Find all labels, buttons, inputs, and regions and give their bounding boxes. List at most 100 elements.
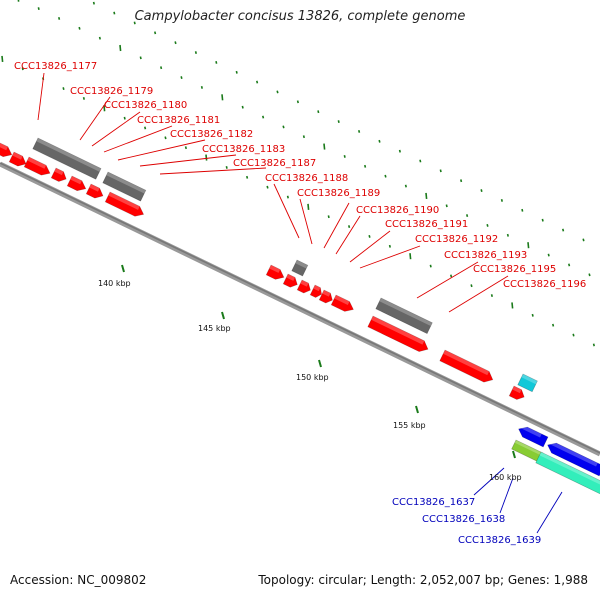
tick-mark <box>506 233 509 237</box>
major-tick <box>121 264 125 273</box>
tick-mark <box>337 120 340 123</box>
forward-gene-labels: CCC13826_1177 CCC13826_1179 CCC13826_118… <box>14 61 586 290</box>
gene-feature[interactable] <box>66 175 88 194</box>
tick-mark <box>205 154 208 161</box>
leader-line <box>299 198 313 245</box>
gene-feature[interactable] <box>0 141 14 160</box>
gene-label-1639[interactable]: CCC13826_1639 <box>458 535 541 546</box>
tick-mark <box>113 11 116 15</box>
gene-feature[interactable] <box>296 279 313 295</box>
leader-line <box>335 215 361 255</box>
tick-mark <box>256 80 259 84</box>
gene-label-1187[interactable]: CCC13826_1187 <box>233 158 316 169</box>
tick-mark <box>439 169 442 173</box>
tick-mark <box>92 1 95 5</box>
leader-line <box>536 491 563 534</box>
gene-label-1188[interactable]: CCC13826_1188 <box>265 173 348 184</box>
gene-feature[interactable] <box>508 385 526 402</box>
tick-mark <box>364 164 367 168</box>
tick-mark <box>200 86 203 89</box>
gene-feature[interactable] <box>104 191 146 219</box>
tick-mark <box>490 294 493 298</box>
gene-feature[interactable] <box>309 284 324 299</box>
genome-info-text: Topology: circular; Length: 2,052,007 bp… <box>258 573 588 587</box>
tick-mark <box>58 16 61 20</box>
gene-feature[interactable] <box>318 289 335 305</box>
gene-label-1179[interactable]: CCC13826_1179 <box>70 86 153 97</box>
tick-mark <box>98 36 101 40</box>
gene-feature[interactable] <box>282 273 299 290</box>
major-tick <box>415 405 419 414</box>
gene-label-1638[interactable]: CCC13826_1638 <box>422 514 505 525</box>
leader-line <box>159 167 267 175</box>
tick-mark <box>194 51 197 54</box>
tick-mark <box>460 179 463 183</box>
leader-line <box>273 183 300 239</box>
tick-mark <box>470 284 473 288</box>
gene-feature[interactable] <box>265 264 286 282</box>
gene-feature[interactable] <box>439 349 496 385</box>
gene-feature[interactable] <box>367 315 431 355</box>
tick-mark <box>404 184 407 188</box>
gene-label-1180[interactable]: CCC13826_1180 <box>104 100 187 111</box>
gene-label-1195[interactable]: CCC13826_1195 <box>473 264 556 275</box>
gene-feature[interactable] <box>23 156 52 178</box>
tick-mark <box>527 242 530 249</box>
gene-feature[interactable] <box>85 183 105 201</box>
grey-feature[interactable] <box>102 171 147 202</box>
tick-mark <box>286 195 289 199</box>
seafoam-feature[interactable] <box>535 451 600 499</box>
gene-label-1183[interactable]: CCC13826_1183 <box>202 144 285 155</box>
leader-line <box>37 72 45 121</box>
leader-line <box>139 154 237 167</box>
gene-feature[interactable] <box>516 424 549 448</box>
tick-mark <box>215 60 218 64</box>
cyan-feature[interactable] <box>517 373 538 393</box>
tick-mark <box>184 146 187 150</box>
tick-mark <box>82 96 85 100</box>
kbp-label-140: 140 kbp <box>98 279 131 288</box>
gene-feature[interactable] <box>330 294 356 314</box>
gene-label-1177[interactable]: CCC13826_1177 <box>14 61 97 72</box>
tick-mark <box>582 238 585 242</box>
gene-label-1182[interactable]: CCC13826_1182 <box>170 129 253 140</box>
tick-mark <box>262 115 265 119</box>
tick-mark <box>225 165 228 169</box>
tick-mark <box>164 136 167 140</box>
tick-mark <box>62 87 65 90</box>
kbp-label-160: 160 kbp <box>489 473 522 482</box>
gene-feature[interactable] <box>50 167 68 184</box>
gene-feature[interactable] <box>8 151 28 169</box>
tick-mark <box>133 21 136 25</box>
tick-mark <box>486 224 489 227</box>
gene-label-1189[interactable]: CCC13826_1189 <box>297 188 380 199</box>
kbp-label-150: 150 kbp <box>296 373 329 382</box>
tick-mark <box>562 228 565 232</box>
leader-line <box>91 111 141 147</box>
tick-mark <box>103 105 106 112</box>
tick-mark <box>221 94 224 101</box>
tick-mark <box>1 55 4 63</box>
grey-feature[interactable] <box>32 137 102 180</box>
kbp-label-155: 155 kbp <box>393 421 426 430</box>
grey-feature[interactable] <box>291 259 309 277</box>
grey-feature[interactable] <box>375 297 433 335</box>
gene-label-1637[interactable]: CCC13826_1637 <box>392 497 475 508</box>
gene-feature[interactable] <box>545 440 600 477</box>
tick-mark <box>302 135 305 139</box>
tick-mark <box>388 244 391 248</box>
gene-label-1191[interactable]: CCC13826_1191 <box>385 219 468 230</box>
gene-label-1193[interactable]: CCC13826_1193 <box>444 250 527 261</box>
tick-marks <box>1 0 595 459</box>
tick-mark <box>568 263 571 267</box>
tick-mark <box>276 90 279 94</box>
leader-line <box>359 245 421 269</box>
tick-mark <box>384 174 387 178</box>
tick-mark <box>123 116 126 120</box>
gene-label-1196[interactable]: CCC13826_1196 <box>503 279 586 290</box>
gene-label-1192[interactable]: CCC13826_1192 <box>415 234 498 245</box>
gene-label-1181[interactable]: CCC13826_1181 <box>137 115 220 126</box>
tick-mark <box>78 26 81 30</box>
gene-label-1190[interactable]: CCC13826_1190 <box>356 205 439 216</box>
